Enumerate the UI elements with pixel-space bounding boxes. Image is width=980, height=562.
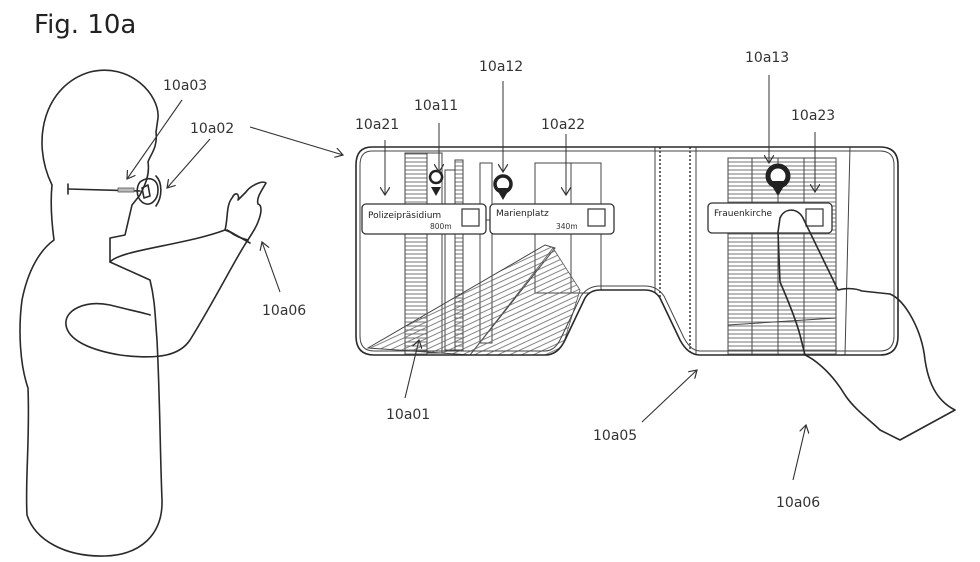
poi-card[interactable]: Marienplatz 340m bbox=[489, 203, 615, 235]
ref-label: 10a23 bbox=[791, 108, 835, 124]
glasses-on-head bbox=[67, 175, 162, 207]
pointing-hand bbox=[777, 209, 956, 441]
leader-lines bbox=[127, 75, 815, 481]
ref-label: 10a11 bbox=[414, 98, 458, 114]
poi-name: Marienplatz bbox=[496, 209, 549, 219]
poi-name: Frauenkirche bbox=[714, 209, 773, 219]
figure-title: Fig. 10a bbox=[34, 10, 137, 40]
ref-label: 10a03 bbox=[163, 78, 207, 94]
reference-numerals: 10a03 10a02 10a06 10a21 10a11 10a12 10a2… bbox=[163, 50, 835, 511]
ref-label: 10a13 bbox=[745, 50, 789, 66]
ref-label: 10a05 bbox=[593, 428, 637, 444]
person-sleeve-cuff bbox=[226, 229, 251, 244]
poi-checkbox[interactable] bbox=[587, 208, 606, 227]
person-head-body bbox=[19, 69, 163, 557]
ref-label: 10a12 bbox=[479, 59, 523, 75]
poi-distance: 800m bbox=[430, 222, 452, 231]
poi-checkbox[interactable] bbox=[461, 208, 480, 227]
ref-label: 10a06 bbox=[776, 495, 820, 511]
location-pin-icon[interactable] bbox=[765, 163, 791, 196]
ref-label: 10a02 bbox=[190, 121, 234, 137]
ref-label: 10a01 bbox=[386, 407, 430, 423]
user-figure bbox=[19, 69, 267, 557]
location-pin-icon[interactable] bbox=[493, 174, 513, 200]
poi-card[interactable]: Polizeipräsidium 800m bbox=[361, 203, 487, 235]
ref-label: 10a22 bbox=[541, 117, 585, 133]
poi-distance: 340m bbox=[556, 222, 578, 231]
lens-view: Polizeipräsidium 800m Marienplatz 340m F… bbox=[355, 146, 956, 441]
poi-checkbox[interactable] bbox=[805, 208, 824, 227]
person-hand bbox=[224, 181, 267, 241]
ref-label: 10a06 bbox=[262, 303, 306, 319]
ref-label: 10a21 bbox=[355, 117, 399, 133]
lens-frame bbox=[355, 146, 899, 356]
poi-card[interactable]: Frauenkirche bbox=[707, 202, 833, 234]
poi-name: Polizeipräsidium bbox=[368, 211, 441, 221]
